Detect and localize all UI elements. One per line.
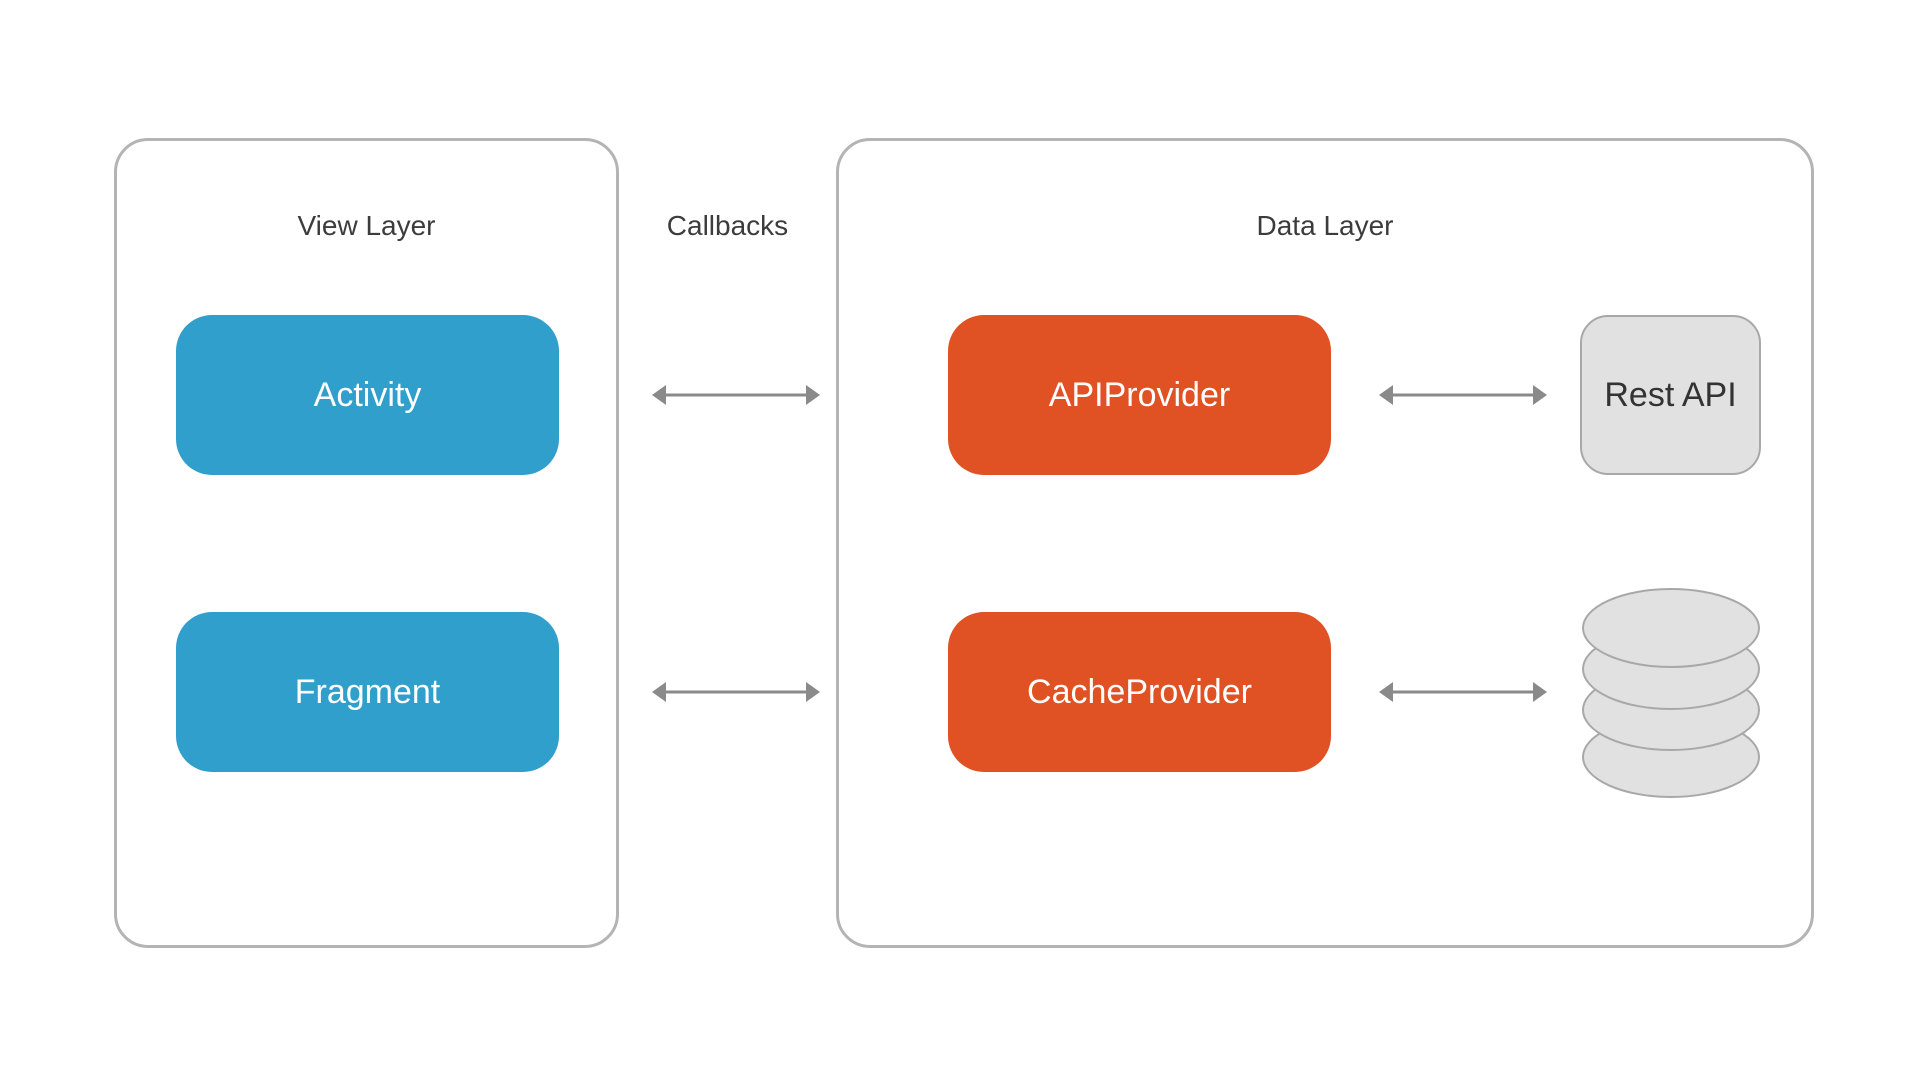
database-icon — [1582, 588, 1760, 798]
view-layer-container — [114, 138, 619, 948]
callbacks-label: Callbacks — [666, 210, 789, 241]
apiprovider-node: APIProvider — [948, 315, 1331, 475]
bidirectional-arrow-icon — [1379, 682, 1547, 702]
data-layer-container — [836, 138, 1814, 948]
activity-node: Activity — [176, 315, 559, 475]
bidirectional-arrow-icon — [652, 385, 820, 405]
bidirectional-arrow-icon — [652, 682, 820, 702]
data-layer-title: Data Layer — [1256, 210, 1394, 241]
fragment-node: Fragment — [176, 612, 559, 772]
bidirectional-arrow-icon — [1379, 385, 1547, 405]
rest-api-node: Rest API — [1580, 315, 1761, 475]
view-layer-title: View Layer — [297, 210, 436, 241]
cacheprovider-node: CacheProvider — [948, 612, 1331, 772]
